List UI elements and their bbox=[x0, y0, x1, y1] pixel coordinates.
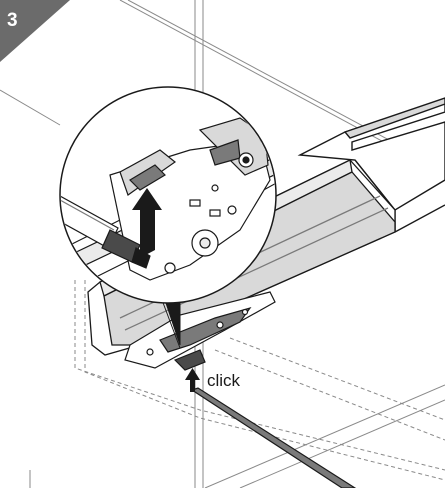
step-number: 3 bbox=[7, 10, 18, 31]
lift-arrow-icon bbox=[132, 188, 162, 258]
click-label: click bbox=[207, 371, 241, 390]
runner-rod bbox=[190, 387, 358, 489]
drawer-frame bbox=[297, 97, 445, 233]
callout-connector bbox=[161, 299, 181, 349]
step-badge-shape bbox=[0, 0, 70, 62]
click-arrow-icon bbox=[185, 368, 200, 392]
locking-device bbox=[124, 291, 276, 371]
detail-magnifier bbox=[59, 86, 277, 304]
hidden-lines bbox=[74, 280, 445, 481]
